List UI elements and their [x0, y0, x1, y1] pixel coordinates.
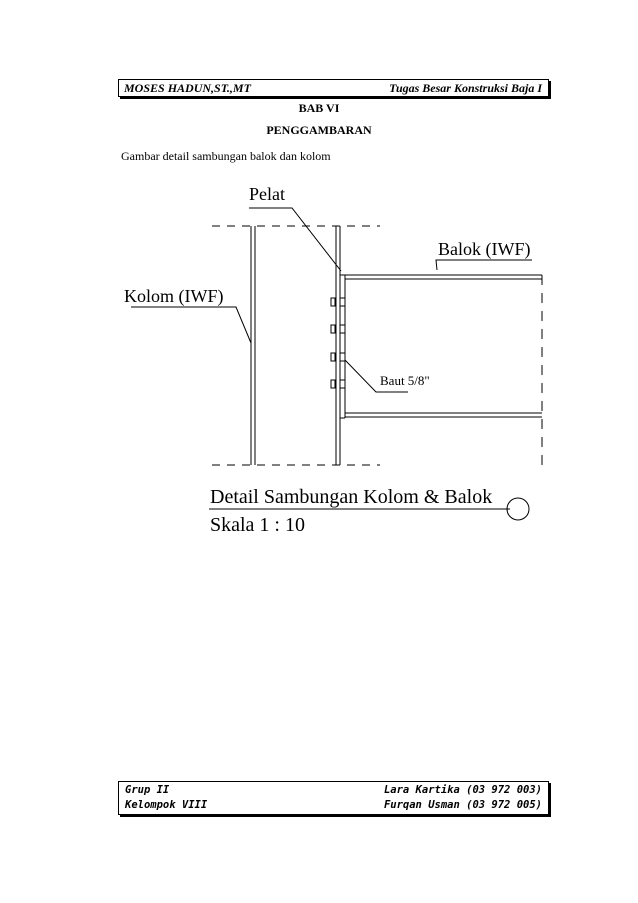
- footer-team: Kelompok VIII: [125, 799, 208, 811]
- header-course: Tugas Besar Konstruksi Baja I: [389, 81, 542, 95]
- detail-marker: [506, 497, 530, 521]
- drawing-title: Detail Sambungan Kolom & Balok: [210, 486, 492, 508]
- page-footer: Grup II Lara Kartika (03 972 003) Kelomp…: [118, 781, 549, 815]
- plate-label: Pelat: [249, 184, 285, 204]
- column-leader: [131, 306, 252, 344]
- footer-member-2: Furqan Usman (03 972 005): [383, 799, 542, 811]
- footer-group: Grup II: [125, 784, 170, 796]
- page-header: MOSES HADUN,ST.,MT Tugas Besar Konstruks…: [118, 79, 549, 97]
- drawing-scale: Skala 1 : 10: [210, 514, 305, 536]
- header-author: MOSES HADUN,ST.,MT: [124, 81, 251, 95]
- intro-text: Gambar detail sambungan balok dan kolom: [121, 149, 331, 163]
- bolt-group: [330, 297, 346, 389]
- chapter-title: PENGGAMBARAN: [266, 123, 372, 137]
- footer-member-1: Lara Kartika (03 972 003): [383, 784, 542, 796]
- plate-leader: [249, 207, 342, 272]
- bolt-label: Baut 5/8": [380, 373, 430, 388]
- chapter-number: BAB VI: [298, 101, 340, 115]
- beam-leader: [435, 259, 532, 271]
- beam-label: Balok (IWF): [438, 239, 530, 260]
- bolt-leader: [344, 359, 408, 393]
- column-label: Kolom (IWF): [124, 286, 223, 307]
